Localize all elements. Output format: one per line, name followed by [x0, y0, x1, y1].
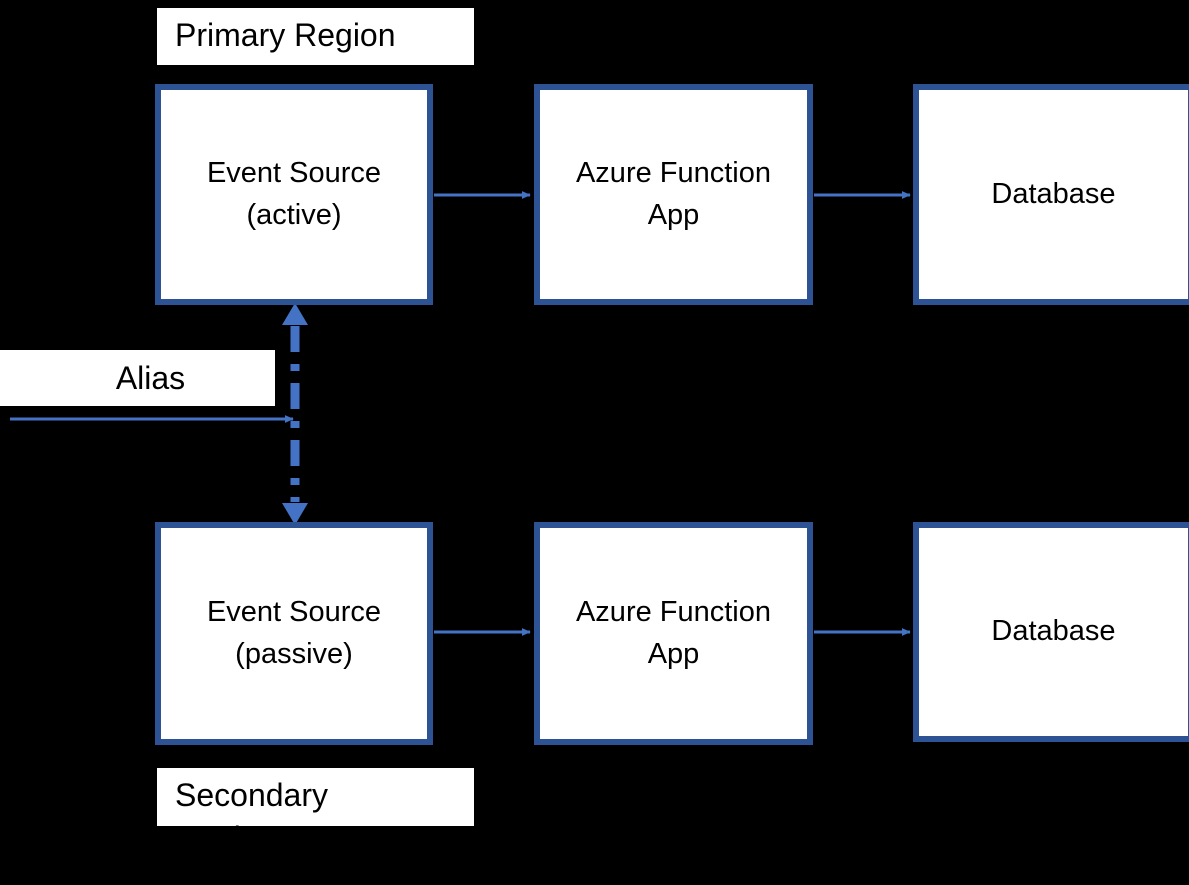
- node-label-function-app-secondary: Azure Function App: [575, 596, 772, 670]
- failover-arrowhead-up: [282, 303, 308, 325]
- node-database-primary[interactable]: Database: [913, 84, 1189, 305]
- node-label-database-secondary: Database: [991, 615, 1116, 648]
- region-plate-primary: Primary Region: [157, 8, 474, 65]
- node-database-secondary[interactable]: Database: [913, 522, 1189, 742]
- region-label-primary: Primary Region: [175, 17, 396, 53]
- node-event-source-passive[interactable]: Event Source (passive): [155, 522, 433, 745]
- region-label-secondary: Secondary Region: [175, 777, 328, 826]
- node-event-source-active[interactable]: Event Source (active): [155, 84, 433, 305]
- region-plate-secondary: Secondary Region: [157, 768, 474, 826]
- node-function-app-primary[interactable]: Azure Function App: [534, 84, 813, 305]
- node-function-app-secondary[interactable]: Azure Function App: [534, 522, 813, 745]
- node-label-event-source-passive: Event Source (passive): [206, 596, 382, 670]
- node-label-database-primary: Database: [991, 177, 1116, 210]
- node-label-event-source-active: Event Source (active): [206, 157, 382, 231]
- node-label-function-app-primary: Azure Function App: [575, 157, 772, 231]
- alias-label: Alias: [115, 359, 186, 396]
- alias-plate: Alias: [0, 350, 275, 406]
